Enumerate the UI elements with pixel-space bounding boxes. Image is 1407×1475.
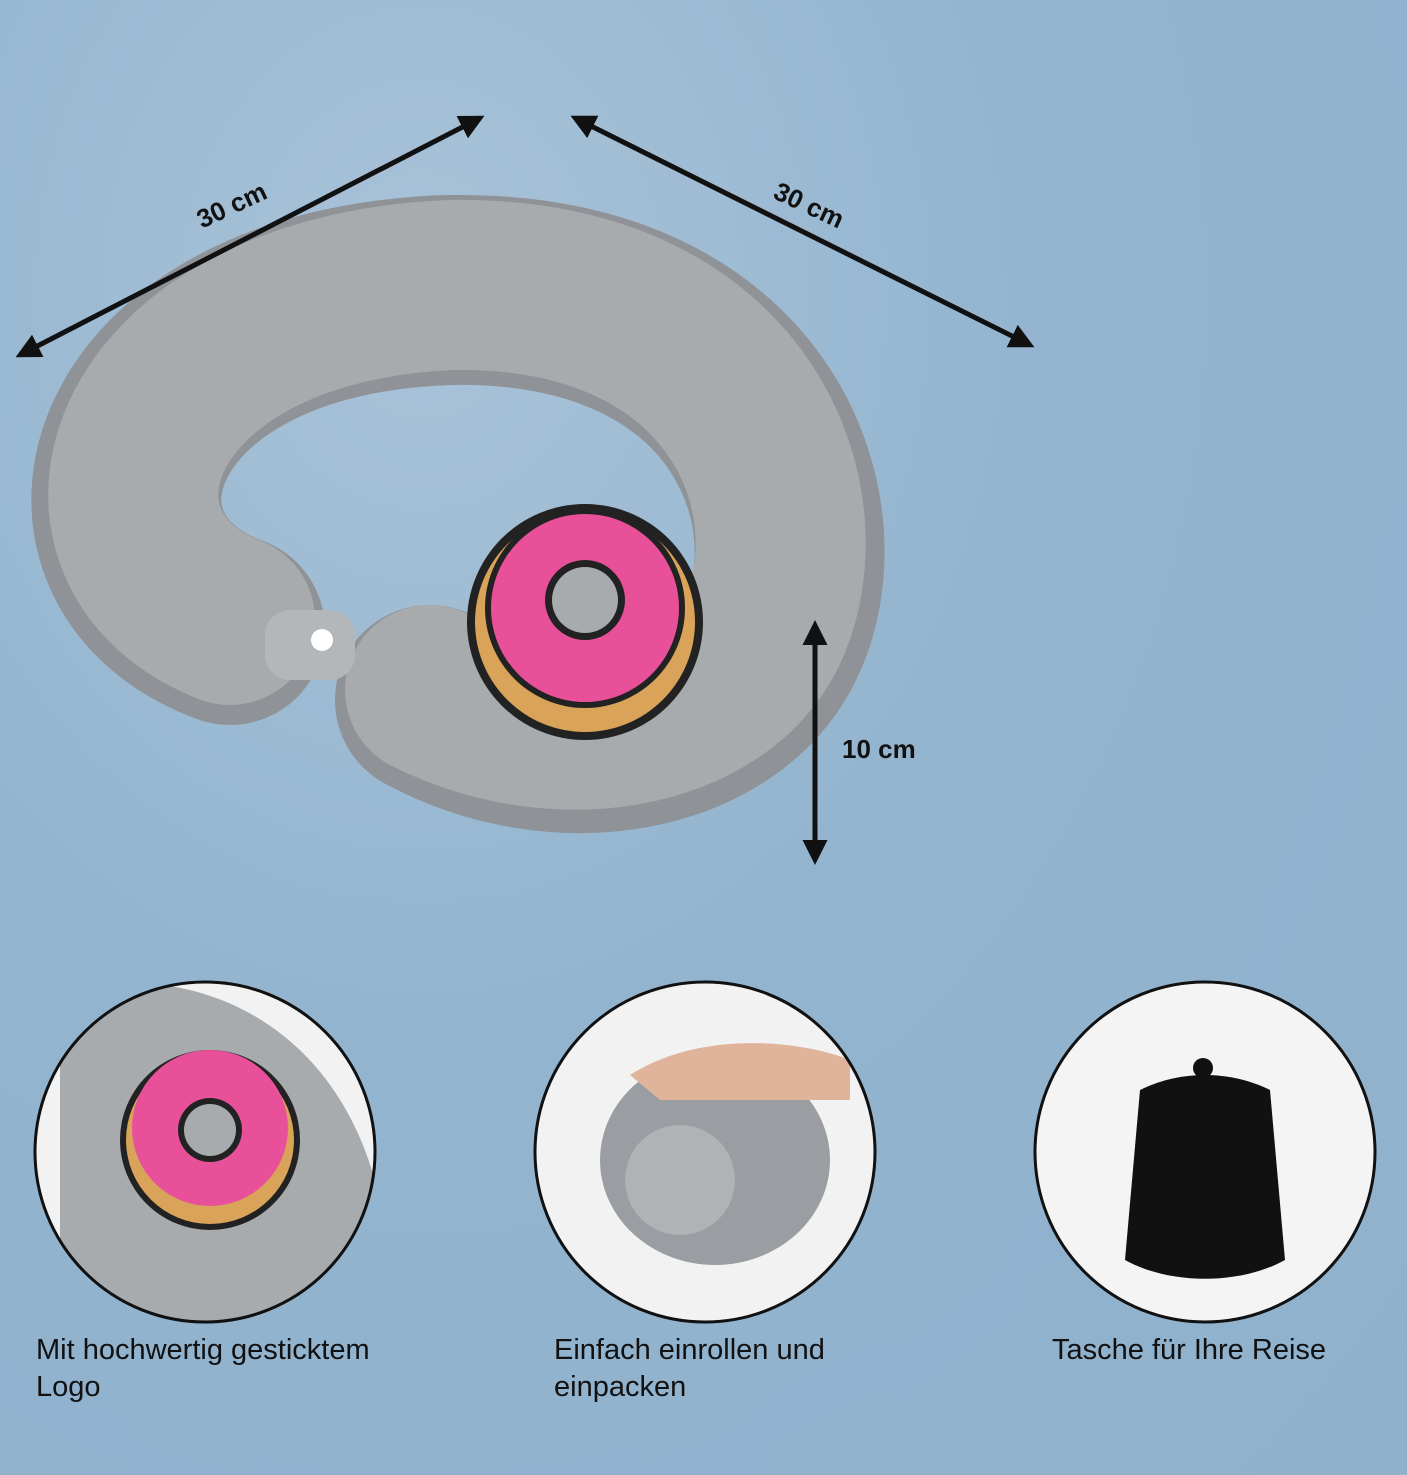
- width-arrow-right: [570, 115, 1035, 348]
- travel-bag-icon: [1125, 1075, 1285, 1279]
- donut-embroidery-icon: [467, 504, 703, 740]
- feature-circle-rolled: [533, 980, 877, 1324]
- snap-button: [311, 629, 333, 651]
- feature-circle-bag: [1033, 980, 1377, 1324]
- hand: [630, 1043, 850, 1100]
- height-label: 10 cm: [842, 734, 916, 764]
- caption-logo: Mit hochwertig gesticktem Logo: [36, 1334, 370, 1403]
- caption-bag: Tasche für Ihre Reise: [1052, 1334, 1327, 1366]
- caption-rolled: Einfach einrollen und einpacken: [554, 1334, 825, 1403]
- snap-tab: [265, 610, 355, 680]
- feature-circle-logo: [33, 980, 377, 1324]
- neck-pillow: [31, 194, 885, 834]
- width-arrow-left: [15, 115, 485, 358]
